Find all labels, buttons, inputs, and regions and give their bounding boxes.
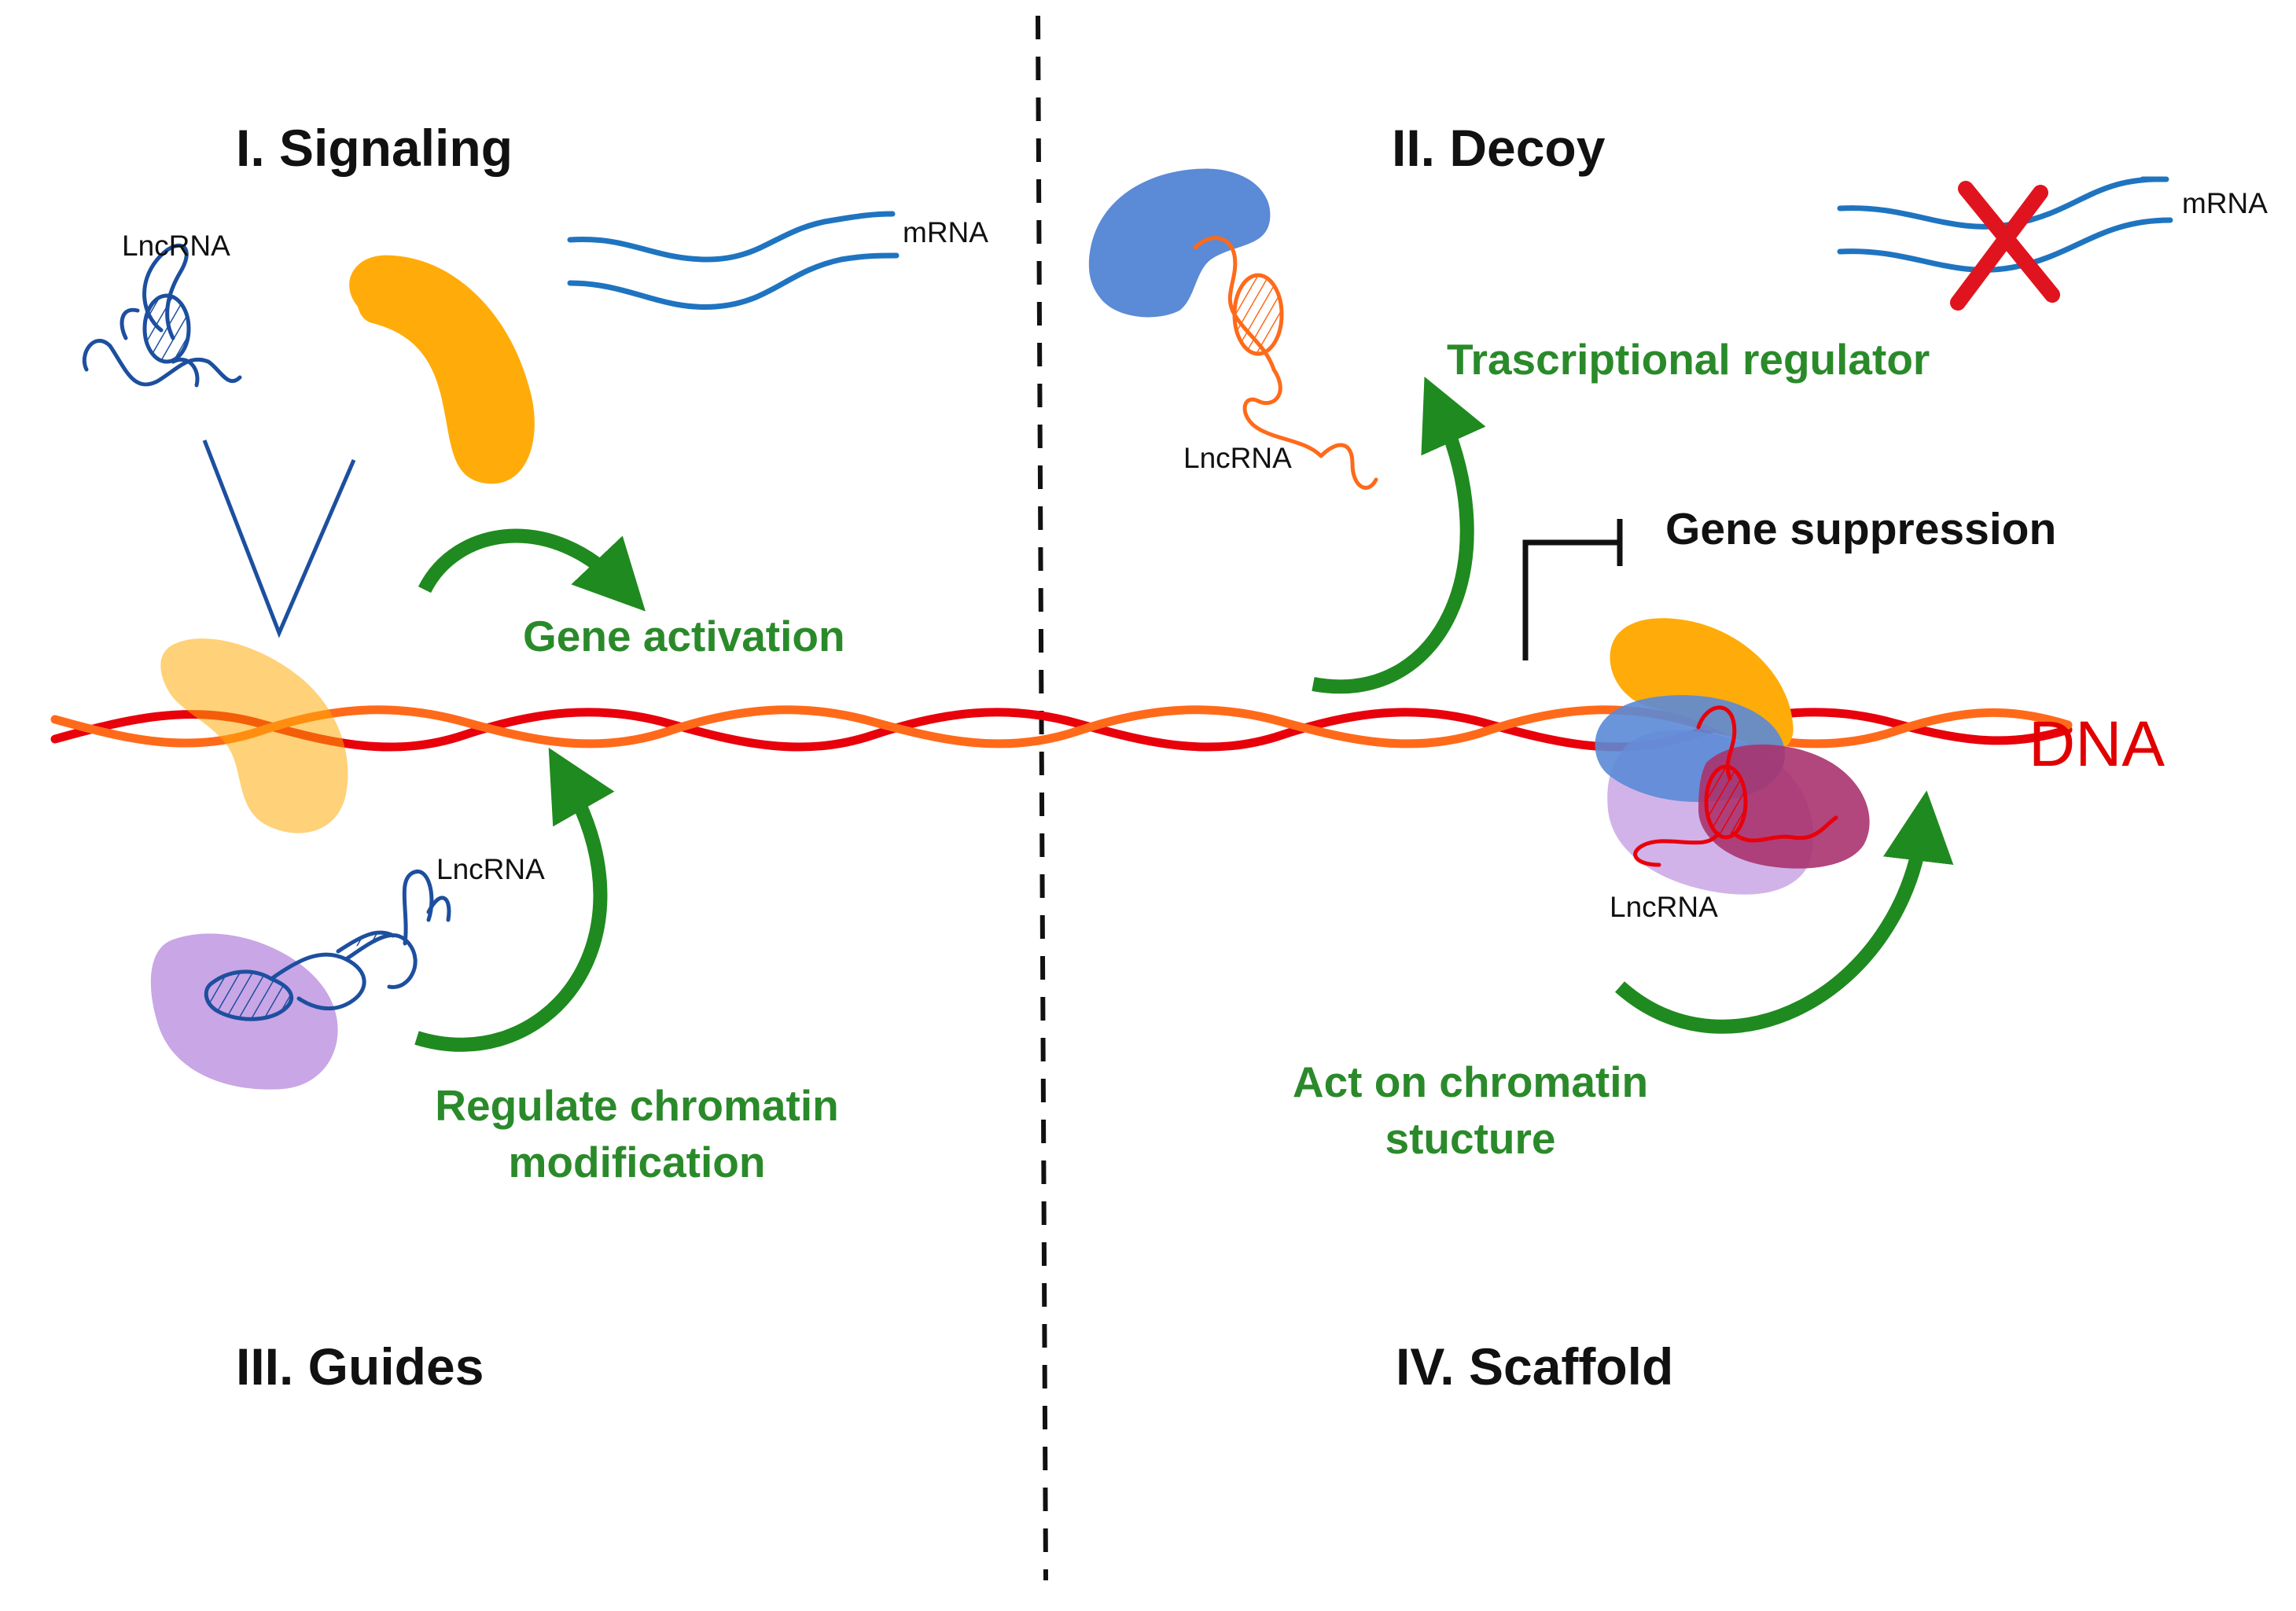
- regulate-chromatin-arrow: [414, 747, 615, 1052]
- act-on-chromatin-label: Act on chromatin stucture: [1234, 1054, 1706, 1167]
- lncrna-label-decoy: LncRNA: [1183, 442, 1292, 474]
- mrna-label-decoy: mRNA: [2182, 187, 2268, 219]
- transcriptional-regulator-arrow: [1312, 376, 1486, 694]
- signaling-binding-v: [202, 440, 356, 638]
- signaling-bound-protein: [160, 638, 348, 833]
- gene-suppression-inhibit: [1522, 519, 1623, 660]
- panel-title-scaffold: IV. Scaffold: [1396, 1337, 1674, 1396]
- decoy-blue-protein: [1088, 168, 1271, 318]
- gene-activation-arrow: [418, 528, 646, 612]
- panel-title-guides: III. Guides: [236, 1337, 484, 1396]
- signaling-mrna: [567, 211, 900, 310]
- act-on-chromatin-arrow: [1615, 790, 1954, 1034]
- regulate-chromatin-label: Regulate chromatin modification: [405, 1077, 869, 1190]
- cross-icon: [1950, 181, 2060, 311]
- lncrna-label-guides: LncRNA: [436, 853, 545, 885]
- act-on-chromatin-line2: stucture: [1385, 1114, 1556, 1163]
- panel-title-decoy: II. Decoy: [1392, 119, 1606, 177]
- lncrna-label-signaling: LncRNA: [122, 230, 230, 262]
- signaling-orange-protein: [349, 255, 535, 484]
- gene-activation-label: Gene activation: [523, 612, 845, 660]
- regulate-chromatin-line1: Regulate chromatin: [435, 1081, 839, 1130]
- mrna-label-signaling: mRNA: [903, 216, 988, 248]
- decoy-lncrna-structure: [1193, 236, 1378, 490]
- decoy-mrna: [1837, 176, 2173, 273]
- panel-divider: [1036, 15, 1048, 1581]
- scaffold-lncrna-structure: [1633, 705, 1838, 867]
- regulate-chromatin-line2: modification: [508, 1138, 766, 1186]
- transcriptional-regulator-label: Trascriptional regulator: [1447, 335, 1930, 384]
- act-on-chromatin-line1: Act on chromatin: [1292, 1057, 1649, 1106]
- gene-suppression-label: Gene suppression: [1665, 504, 2057, 554]
- lncrna-label-scaffold: LncRNA: [1610, 891, 1718, 923]
- guides-lncrna-structure: [204, 869, 451, 1021]
- signaling-lncrna-structure: [82, 243, 242, 388]
- dna-label: DNA: [2029, 708, 2165, 780]
- panel-title-signaling: I. Signaling: [236, 119, 513, 177]
